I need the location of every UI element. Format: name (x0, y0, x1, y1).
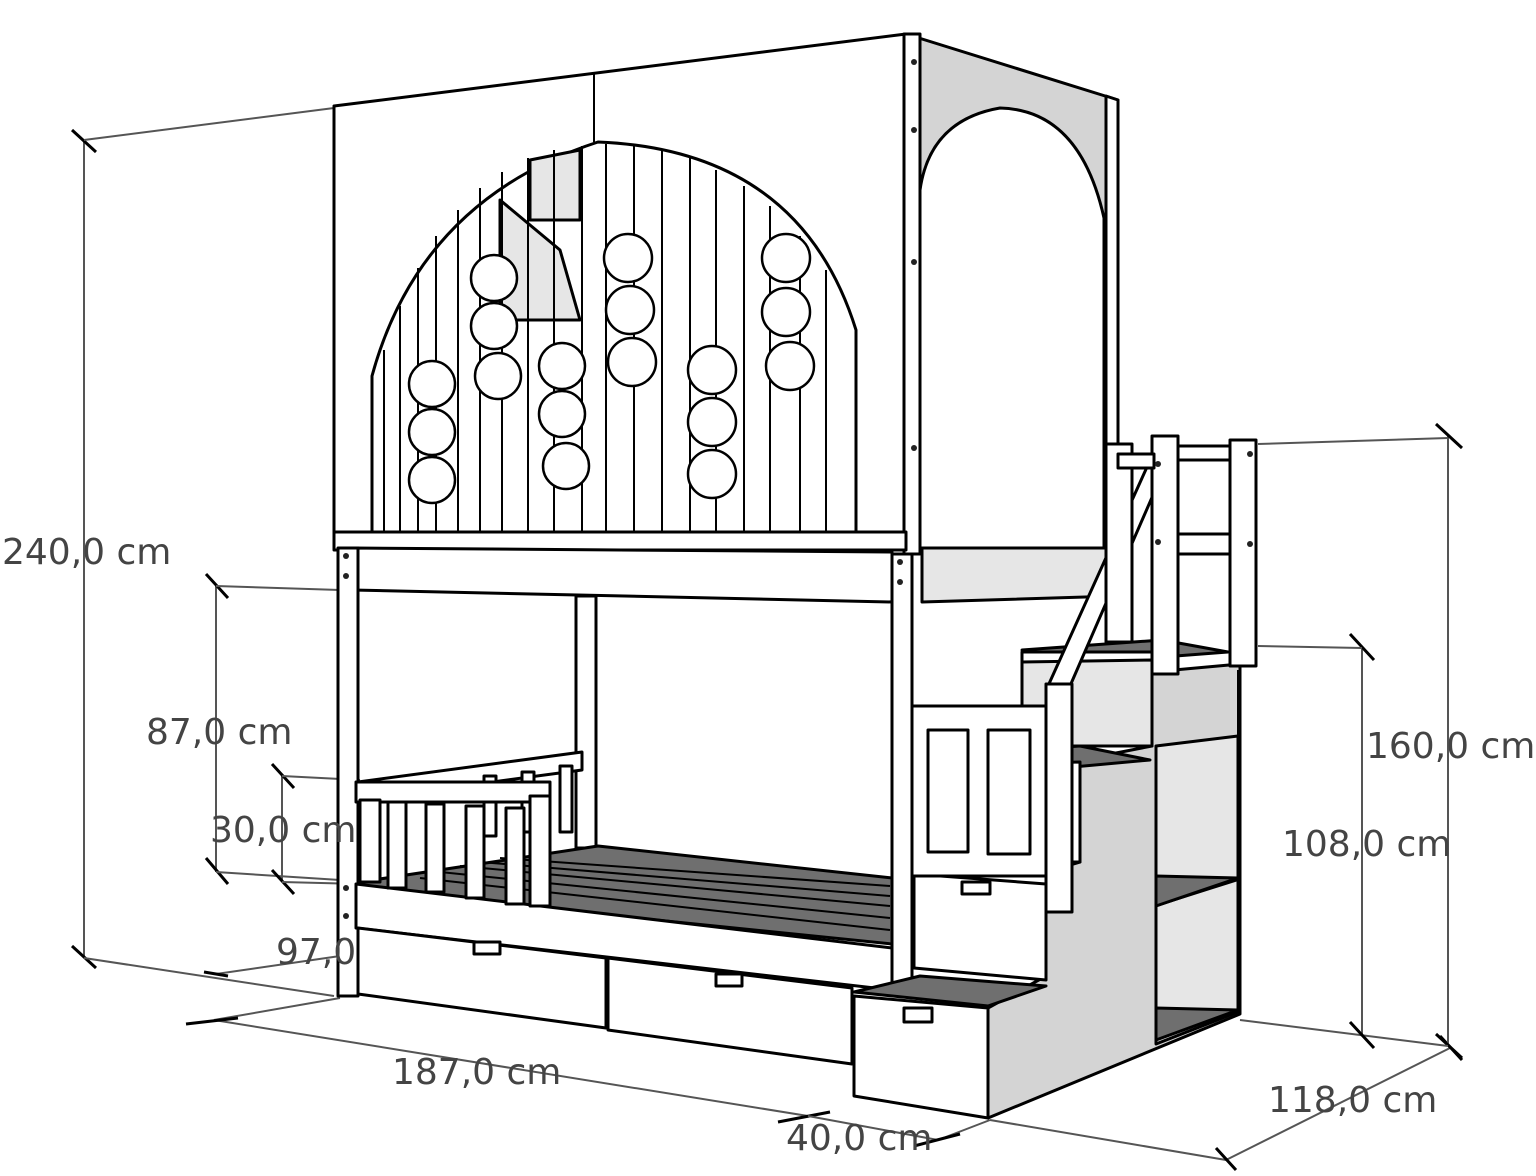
label-stair-height: 108,0 cm (1282, 824, 1451, 865)
bed-guard-rail (354, 780, 552, 908)
upper-canopy (332, 32, 1120, 556)
label-stair-depth: 40,0 cm (786, 1118, 932, 1159)
lower-bed-frame (336, 546, 914, 1066)
label-total-depth: 118,0 cm (1268, 1080, 1437, 1121)
label-rail-height: 30,0 cm (210, 810, 356, 851)
abacus-balls (407, 232, 816, 505)
label-platform-height: 160,0 cm (1366, 726, 1535, 767)
label-length: 187,0 cm (392, 1052, 561, 1093)
label-width: 97,0 (276, 932, 356, 973)
dimension-labels: 240,0 cm 87,0 cm 30,0 cm 97,0 187,0 cm 4… (2, 532, 1535, 1159)
label-guard-height: 87,0 cm (146, 712, 292, 753)
staircase (852, 434, 1258, 1120)
bed-frame-back (574, 546, 1120, 850)
stair-top-gate (1104, 434, 1258, 676)
label-total-height: 240,0 cm (2, 532, 171, 573)
front-arch (370, 140, 858, 534)
